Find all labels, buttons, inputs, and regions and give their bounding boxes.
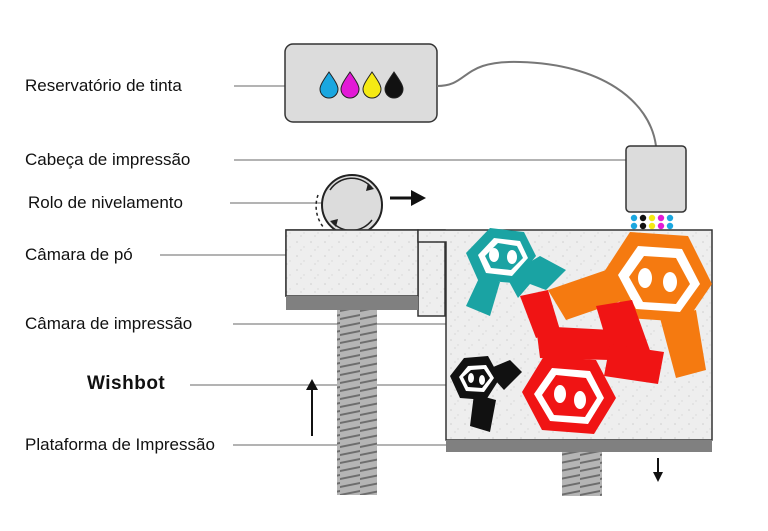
label-print-platform: Plataforma de Impressão [25, 435, 215, 454]
label-print-chamber: Câmara de impressão [25, 314, 193, 333]
arrow-right-icon [390, 190, 426, 206]
arrow-up-icon [306, 379, 318, 436]
arrow-down-icon [653, 458, 663, 482]
print-head [625, 145, 687, 213]
label-wishbot: Wishbot [87, 373, 166, 394]
powder-chamber-body [285, 229, 419, 297]
black-wishbot [450, 356, 522, 432]
leader-lines [160, 85, 656, 446]
label-ink-reservoir: Reservatório de tinta [25, 76, 182, 95]
leveling-roller [315, 174, 383, 236]
powder-piston-screw [337, 310, 377, 495]
ink-drops [319, 71, 404, 99]
label-leveling-roller: Rolo de nivelamento [28, 193, 183, 212]
cyan-drop-icon [319, 71, 339, 99]
print-head-nozzles [630, 214, 674, 230]
magenta-drop-icon [340, 71, 360, 99]
teal-wishbot [466, 228, 566, 316]
ink-tube [436, 60, 657, 147]
label-print-head: Cabeça de impressão [25, 150, 191, 169]
print-piston-screw [562, 452, 602, 496]
ink-reservoir [284, 43, 438, 123]
label-powder-chamber: Câmara de pó [25, 245, 133, 264]
red-wishbot [520, 290, 664, 434]
powder-platform [286, 296, 418, 310]
orange-wishbot [548, 232, 712, 378]
yellow-drop-icon [362, 71, 382, 99]
print-platform [446, 440, 712, 452]
black-drop-icon [384, 71, 404, 99]
